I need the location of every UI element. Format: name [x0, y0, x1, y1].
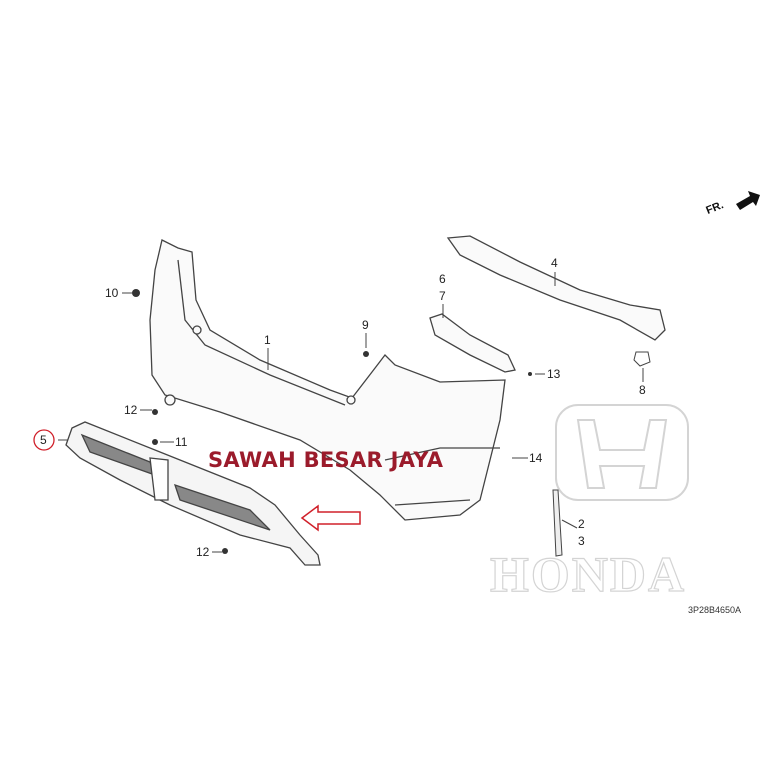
part-5-lower-diffuser: [65, 421, 321, 566]
part-4-reinforcement-beam: [446, 235, 666, 341]
callout-2: 2: [578, 517, 585, 531]
callout-12-lower: 12: [196, 545, 210, 559]
part-2-3-reflector: [552, 489, 563, 557]
callout-13: 13: [547, 367, 561, 381]
store-watermark: SAWAH BESAR JAYA: [208, 448, 444, 472]
callout-14: 14: [529, 451, 543, 465]
part-6-7-bracket: [429, 313, 516, 373]
part-8-bolt: [633, 351, 651, 367]
arrow-left-icon: [300, 504, 361, 532]
part-5-highlight-circle: [33, 429, 55, 451]
callout-3: 3: [578, 534, 585, 548]
callout-8: 8: [639, 383, 646, 397]
callout-5: 5: [40, 433, 47, 447]
part-1-rear-bumper: [149, 239, 506, 521]
honda-logo-icon: [555, 404, 689, 501]
honda-wordmark: HONDA: [489, 545, 687, 602]
callout-10: 10: [105, 286, 119, 300]
callout-7: 7: [439, 289, 446, 303]
callout-1: 1: [264, 333, 271, 347]
callout-12-upper: 12: [124, 403, 138, 417]
callout-4: 4: [551, 256, 558, 270]
diagram-code: 3P28B4650A: [688, 605, 742, 615]
callout-6: 6: [439, 272, 446, 286]
callout-9: 9: [362, 318, 369, 332]
leader-lines: [58, 272, 644, 553]
fasteners: [132, 289, 532, 554]
callout-11: 11: [175, 435, 188, 449]
front-direction-arrow-icon: [736, 191, 760, 210]
